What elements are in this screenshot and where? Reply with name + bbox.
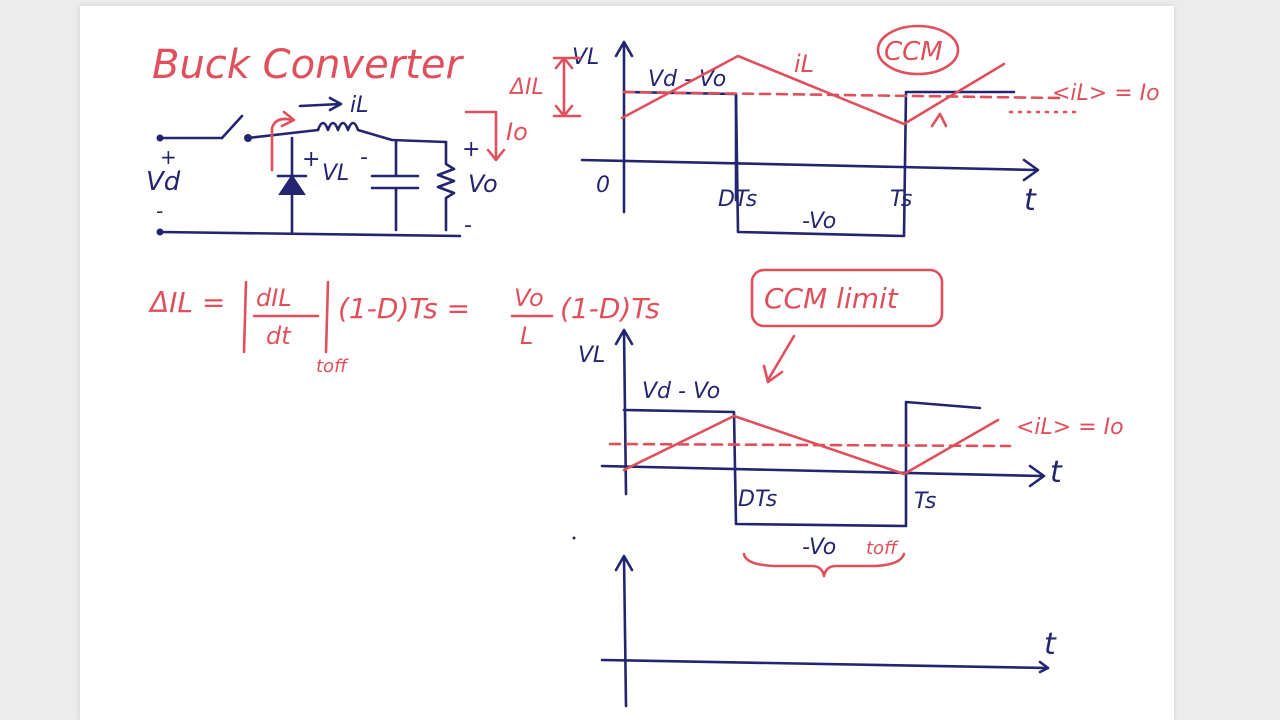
current-path-arrowhead	[280, 110, 296, 128]
ccm-il-label: iL	[794, 50, 814, 78]
input-terminal-bottom	[156, 228, 164, 236]
ccm-t-label: t	[1024, 183, 1037, 218]
limit-dts-label: DTs	[738, 487, 777, 512]
empty-t-label: t	[1044, 627, 1057, 662]
abs-bars	[242, 280, 330, 354]
ccm-limit-badge-outline	[750, 268, 944, 328]
ccm-limit-badge: CCM limit	[764, 282, 899, 315]
vl-label: VL	[322, 161, 349, 186]
ccm-limit-graph: CCM limit VL Vd - Vo <iL> = Io t DTs Ts …	[578, 268, 1124, 578]
vo-plus: +	[462, 137, 480, 162]
empty-t-axis	[600, 658, 1050, 670]
ccm-low-label: -Vo	[802, 209, 836, 234]
ccm-ripple-label: ΔIL	[508, 75, 544, 100]
ccm-min-arrow-icon	[930, 112, 948, 128]
vo-label: Vo	[468, 170, 498, 198]
limit-toff-label: toff	[866, 538, 899, 559]
vl-minus: -	[360, 145, 368, 170]
ccm-origin: 0	[596, 173, 610, 198]
ccm-badge: CCM	[884, 37, 943, 67]
input-terminal-top	[156, 134, 164, 142]
resistor-icon	[436, 140, 456, 232]
empty-y-axis	[614, 554, 634, 708]
eq-rhs: (1-D)Ts	[560, 292, 660, 325]
ccm-y-axis	[614, 40, 634, 214]
ccm-ts-label: Ts	[890, 187, 912, 212]
limit-ts-label: Ts	[914, 489, 936, 514]
toff-brace-icon	[742, 552, 906, 578]
limit-avg-line	[608, 442, 1012, 448]
vd-minus: -	[156, 199, 163, 223]
title: Buck Converter	[152, 42, 464, 88]
io-arrow-icon	[464, 110, 506, 162]
eq-frac-num: Vo	[514, 284, 544, 312]
bottom-wire	[158, 230, 462, 238]
eq-frac-den: L	[520, 322, 533, 350]
limit-high-label: Vd - Vo	[642, 379, 720, 404]
limit-avg-label: <iL> = Io	[1016, 415, 1124, 440]
current-path-arrow	[270, 117, 294, 172]
ccm-badge-outline	[876, 24, 960, 76]
ccm-dts-label: DTs	[718, 187, 757, 212]
ccm-high-label: Vd - Vo	[648, 67, 726, 92]
eq-deriv-den: dt	[266, 322, 292, 350]
ccm-avg-line	[622, 90, 1062, 100]
vd-label: Vd	[146, 167, 181, 197]
ripple-equation: ΔIL = dIL dt toff (1-D)Ts = Vo L (1-D)Ts	[148, 280, 660, 377]
empty-t-arrowhead	[1038, 660, 1050, 674]
il-arrow-icon	[298, 96, 343, 112]
eq-middle: (1-D)Ts =	[338, 292, 470, 325]
ccm-avg-label: <iL> = Io	[1052, 81, 1160, 106]
limit-t-label: t	[1050, 455, 1063, 490]
inductor-icon	[316, 121, 448, 144]
whiteboard-page	[80, 6, 1174, 720]
eq-deriv-num: dIL	[256, 284, 292, 312]
ripple-bracket-icon	[552, 56, 582, 118]
io-label: Io	[506, 118, 528, 146]
diode-icon	[278, 174, 306, 195]
vl-plus: +	[302, 147, 320, 172]
ccm-graph: VL 0 Vd - Vo DTs Ts -Vo t iL <iL> = Io Δ…	[508, 24, 1160, 238]
stray-ink-dot	[572, 536, 576, 540]
limit-t-axis	[600, 464, 1046, 488]
eq-toff: toff	[316, 356, 349, 377]
switch-icon	[220, 114, 244, 140]
eq-lhs: ΔIL =	[148, 286, 225, 319]
vd-plus: +	[160, 145, 177, 169]
switch-to-inductor-wire	[246, 128, 320, 140]
limit-vl-label: VL	[578, 343, 605, 368]
il-label: iL	[350, 93, 368, 118]
ccm-il-waveform	[620, 54, 1006, 126]
limit-vl-waveform	[622, 400, 982, 528]
buck-circuit: iL + VL - + Vd - + Vo - Io	[146, 93, 528, 238]
ccm-limit-pointer-icon	[762, 334, 796, 384]
vo-minus: -	[464, 213, 472, 238]
ccm-t-axis	[580, 158, 1040, 182]
capacitor-icon	[370, 140, 420, 232]
limit-low-label: -Vo	[802, 535, 836, 560]
empty-graph: t	[600, 554, 1057, 708]
